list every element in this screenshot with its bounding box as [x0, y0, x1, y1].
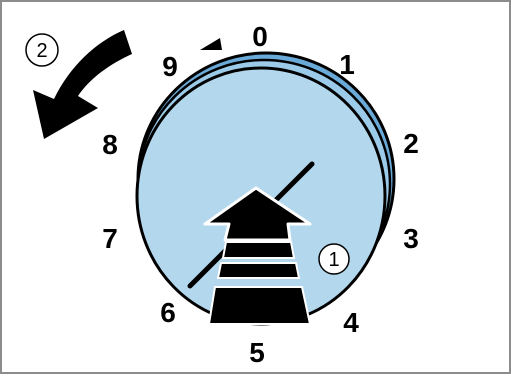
callout-rotate: 2 — [26, 34, 58, 66]
dial-number-8: 8 — [102, 129, 118, 160]
dial-number-1: 1 — [339, 49, 355, 80]
triangle-pointer-icon — [200, 38, 222, 50]
callout-push-label: 1 — [328, 249, 339, 271]
dial-number-7: 7 — [102, 223, 118, 254]
dial-diagram: 1 2 0 1 2 3 4 5 6 7 8 9 — [2, 2, 509, 372]
dial-number-2: 2 — [403, 128, 419, 159]
callout-push: 1 — [319, 244, 349, 274]
callout-rotate-label: 2 — [36, 40, 47, 62]
dial-number-0: 0 — [252, 21, 268, 52]
dial-number-6: 6 — [160, 297, 176, 328]
dial-number-5: 5 — [249, 337, 265, 368]
dial-number-3: 3 — [403, 223, 419, 254]
dial-number-9: 9 — [162, 51, 178, 82]
dial-number-4: 4 — [343, 307, 359, 338]
